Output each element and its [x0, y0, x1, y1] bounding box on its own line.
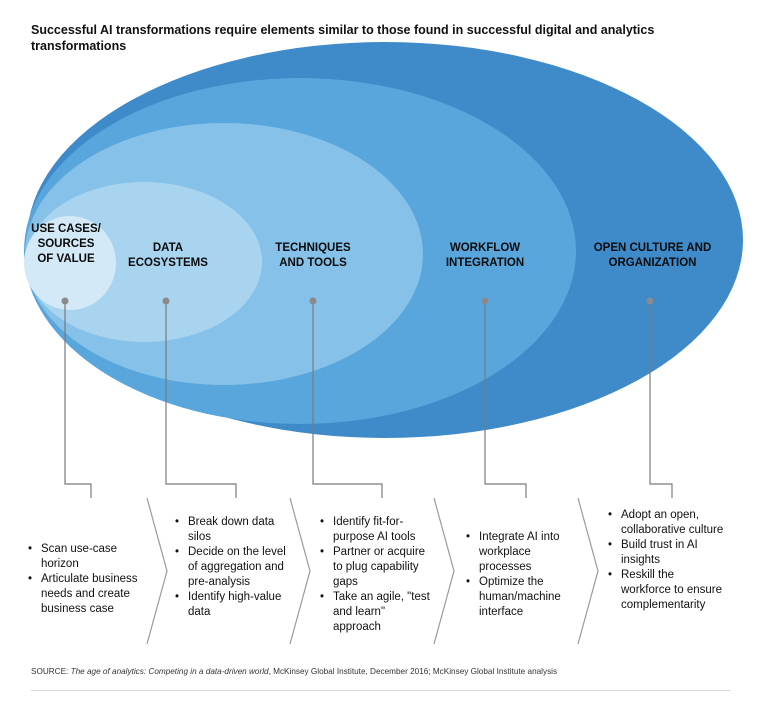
- stage-label-open-culture: OPEN CULTURE AND ORGANIZATION: [593, 242, 712, 269]
- chevron-separator-2: [289, 497, 311, 645]
- source-note: SOURCE: The age of analytics: Competing …: [31, 667, 557, 676]
- list-item: Articulate business needs and create bus…: [28, 572, 148, 617]
- list-item: Build trust in AI insights: [608, 538, 726, 568]
- list-item: Adopt an open, collaborative culture: [608, 508, 726, 538]
- dot-data-ecosystems: [162, 297, 170, 305]
- diagram-title: Successful AI transformations require el…: [31, 23, 655, 53]
- list-item: Break down data silos: [175, 515, 290, 545]
- connector-workflow-integration: [484, 301, 527, 498]
- stage-label-techniques-tools: TECHNIQUES AND TOOLS: [275, 242, 351, 269]
- stage-label-workflow-integration: WORKFLOW INTEGRATION: [445, 242, 525, 269]
- bullets-use-cases: Scan use-case horizon Articulate busines…: [28, 542, 148, 617]
- bullets-open-culture: Adopt an open, collaborative culture Bui…: [608, 508, 726, 613]
- list-item: Decide on the level of aggregation and p…: [175, 545, 290, 590]
- bullets-data-ecosystems: Break down data silos Decide on the leve…: [175, 515, 290, 620]
- ellipse-use-cases: [24, 216, 116, 310]
- dot-use-cases: [61, 297, 69, 305]
- source-title: The age of analytics: Competing in a dat…: [70, 667, 269, 676]
- chevron-separator-1: [146, 497, 168, 645]
- connector-data-ecosystems: [165, 301, 237, 498]
- list-item: Partner or acquire to plug capability ga…: [320, 545, 432, 590]
- list-item: Reskill the workforce to ensure compleme…: [608, 568, 726, 613]
- chevron-separator-3: [433, 497, 455, 645]
- connector-use-cases: [64, 301, 92, 498]
- dot-workflow-integration: [481, 297, 489, 305]
- dot-techniques-tools: [309, 297, 317, 305]
- list-item: Integrate AI into workplace processes: [466, 530, 576, 575]
- connector-open-culture: [649, 301, 673, 498]
- bullets-workflow-integration: Integrate AI into workplace processes Op…: [466, 530, 576, 620]
- dot-open-culture: [646, 297, 654, 305]
- list-item: Identify fit-for-purpose AI tools: [320, 515, 432, 545]
- list-item: Identify high-value data: [175, 590, 290, 620]
- connector-techniques-tools: [312, 301, 383, 498]
- list-item: Optimize the human/machine interface: [466, 575, 576, 620]
- bullets-techniques-tools: Identify fit-for-purpose AI tools Partne…: [320, 515, 432, 635]
- source-prefix: SOURCE:: [31, 667, 71, 676]
- list-item: Scan use-case horizon: [28, 542, 148, 572]
- source-rest: , McKinsey Global Institute, December 20…: [268, 667, 558, 676]
- stage-label-data-ecosystems: DATA ECOSYSTEMS: [128, 242, 208, 269]
- stage-label-use-cases: USE CASES/ SOURCES OF VALUE: [31, 223, 101, 265]
- list-item: Take an agile, "test and learn" approach: [320, 590, 432, 635]
- divider: [31, 690, 731, 691]
- chevron-separator-4: [577, 497, 599, 645]
